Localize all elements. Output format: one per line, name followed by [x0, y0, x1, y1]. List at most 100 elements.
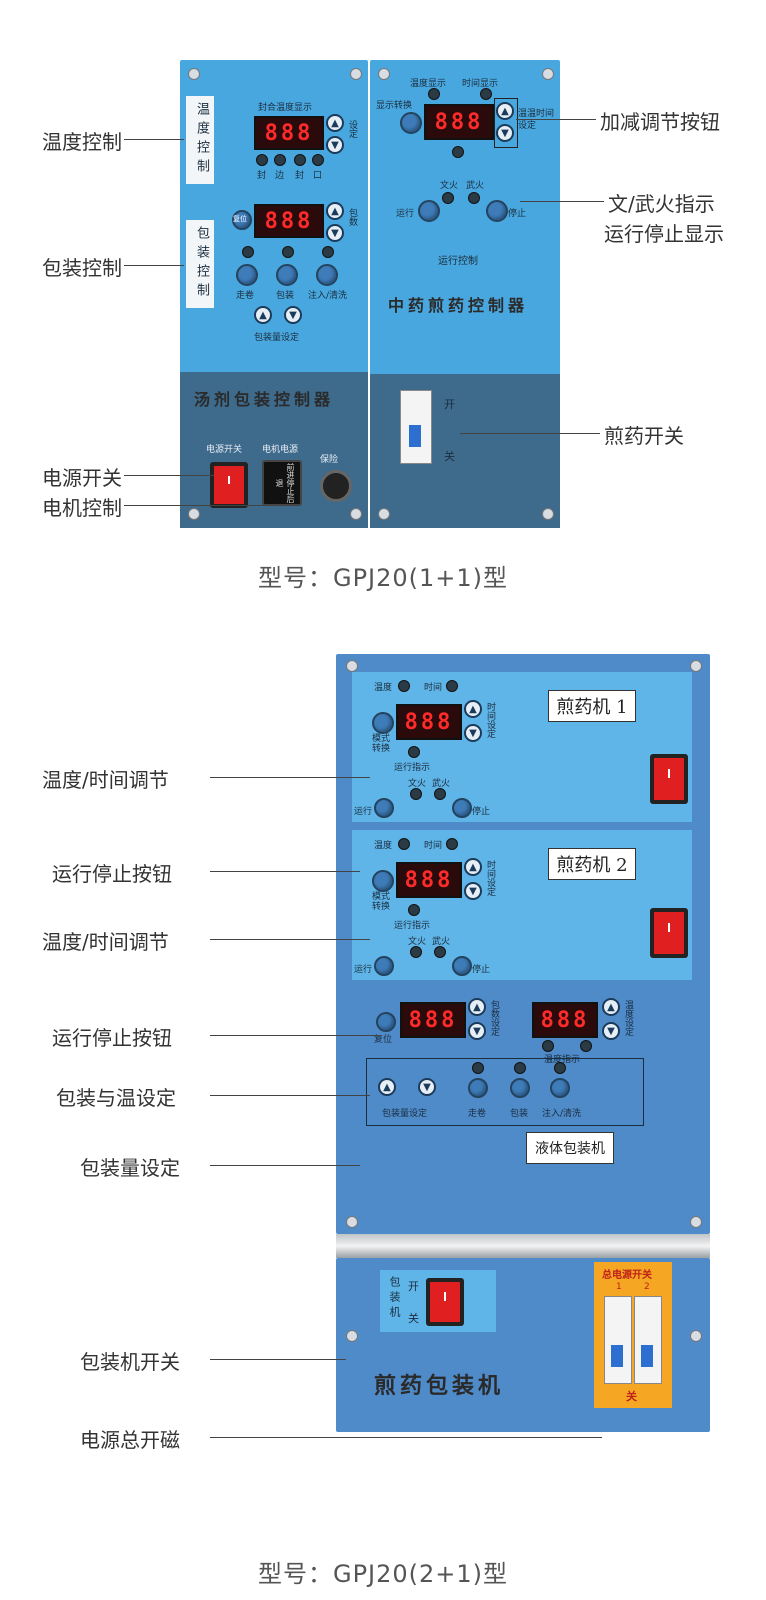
- fill-clean-button[interactable]: [316, 264, 338, 286]
- leader-line: [520, 201, 604, 202]
- pack-down-button[interactable]: ▼: [326, 224, 344, 242]
- feed-button[interactable]: [468, 1078, 488, 1098]
- qty-down-button[interactable]: ▼: [284, 306, 302, 324]
- machine-1-label: 煎药机 1: [548, 690, 636, 722]
- callout-main-power: 电源总开磁: [80, 1428, 180, 1452]
- callout-run-stop-display: 运行停止显示: [604, 222, 724, 246]
- callout-adjust-buttons: 加减调节按钮: [600, 110, 720, 134]
- temp-up-button[interactable]: ▲: [326, 114, 344, 132]
- leader-line: [210, 1437, 602, 1438]
- screw: [542, 508, 554, 520]
- mode-switch-button[interactable]: [372, 870, 394, 892]
- pack-machine-power-switch[interactable]: [426, 1278, 464, 1326]
- callout-pack-temp-set: 包装与温设定: [56, 1086, 176, 1110]
- mode-switch-button[interactable]: [400, 112, 422, 134]
- temp-down-button[interactable]: ▼: [326, 136, 344, 154]
- leader-line: [210, 939, 370, 940]
- off-label: 关: [408, 1312, 419, 1325]
- temp-setting-down-button[interactable]: ▼: [602, 1022, 620, 1040]
- run-indicator-led: [408, 904, 420, 916]
- machine-1-power-switch[interactable]: [650, 754, 688, 804]
- screw: [188, 68, 200, 80]
- feed-button[interactable]: [236, 264, 258, 286]
- temp-label: 温度: [374, 841, 393, 851]
- leader-line: [210, 1359, 346, 1360]
- machine-2-power-switch[interactable]: [650, 908, 688, 958]
- temp-setting-up-button[interactable]: ▲: [602, 998, 620, 1016]
- qty-down-button[interactable]: ▼: [418, 1078, 436, 1096]
- screw: [690, 1216, 702, 1228]
- run-label: 运行: [354, 965, 373, 975]
- stop-label: 停止: [508, 209, 527, 219]
- callout-pack-machine-switch: 包装机开关: [80, 1350, 180, 1374]
- machine-2-run-button[interactable]: [374, 956, 394, 976]
- temp-display-label: 封合温度显示: [258, 103, 313, 113]
- adjust-button-frame: [494, 98, 518, 148]
- adjust-up-button[interactable]: ▲: [496, 102, 514, 120]
- led-label: 边: [275, 171, 285, 181]
- callout-run-stop-2: 运行停止按钮: [52, 1026, 172, 1050]
- callout-power-switch: 电源开关: [42, 466, 122, 490]
- mode-switch-button[interactable]: [372, 712, 394, 734]
- main-breaker-2[interactable]: [634, 1296, 662, 1384]
- machine-1-display: 888: [396, 704, 462, 740]
- machine-1-stop-button[interactable]: [452, 798, 472, 818]
- leader-line: [124, 265, 184, 266]
- qty-up-button[interactable]: ▲: [254, 306, 272, 324]
- stop-label: 停止: [472, 807, 491, 817]
- run-indicator-led: [408, 746, 420, 758]
- machine-1-run-button[interactable]: [374, 798, 394, 818]
- machine-2-label: 煎药机 2: [548, 848, 636, 880]
- time-label: 时间: [424, 683, 443, 693]
- model-caption-bottom: 型号：GPJ20(2+1)型: [257, 1560, 509, 1588]
- qty-up-button[interactable]: ▲: [378, 1078, 396, 1096]
- callout-temp-control: 温度控制: [42, 130, 122, 154]
- mode-switch-label: 显示转换: [376, 101, 413, 111]
- pack-button[interactable]: [510, 1078, 530, 1098]
- breaker-handle: [409, 425, 421, 447]
- machine-1-up-button[interactable]: ▲: [464, 700, 482, 718]
- leader-line: [124, 505, 268, 506]
- main-switch-label: 总电源开关: [602, 1270, 652, 1281]
- pack-control-label: 包装控制: [186, 220, 214, 308]
- machine-1-down-button[interactable]: ▼: [464, 724, 482, 742]
- pack-count-up-button[interactable]: ▲: [468, 998, 486, 1016]
- packaging-controller-title: 汤剂包装控制器: [194, 390, 335, 409]
- motor-switch-text: 前进停止后退: [275, 463, 295, 503]
- run-indicator-label: 运行指示: [394, 763, 431, 773]
- main-breaker-1[interactable]: [604, 1296, 632, 1384]
- indicator-led: [294, 154, 306, 166]
- wen-huo-label: 文火: [440, 181, 459, 191]
- stop-button[interactable]: [486, 200, 508, 222]
- on-label: 开: [408, 1280, 419, 1293]
- screw: [378, 68, 390, 80]
- decoction-controller-title: 中药煎药控制器: [388, 296, 529, 315]
- run-button[interactable]: [418, 200, 440, 222]
- button-label: 包装: [510, 1109, 529, 1119]
- machine-2-stop-button[interactable]: [452, 956, 472, 976]
- adjust-down-button[interactable]: ▼: [496, 124, 514, 142]
- decoction-breaker[interactable]: [400, 390, 432, 464]
- fill-clean-button[interactable]: [550, 1078, 570, 1098]
- reset-button[interactable]: [232, 210, 252, 230]
- breaker-number: 1: [616, 1282, 622, 1292]
- power-rocker-switch[interactable]: [210, 462, 248, 508]
- screw: [346, 660, 358, 672]
- pack-reset-button[interactable]: [376, 1012, 396, 1032]
- pack-count-label: 包数: [347, 208, 357, 226]
- mode-switch-label: 模式转换: [372, 892, 391, 912]
- liquid-packaging-label: 液体包装机: [526, 1132, 614, 1164]
- fuse-holder: [320, 470, 352, 502]
- machine-1-section: 温度 时间 模式转换 888 ▲ ▼ 时间设定 运行指示 文火 武火 运行 停止…: [352, 672, 692, 822]
- decoction-controller-panel: 温度显示 时间显示 显示转换 中药煎药控制器 888 ▲ ▼ 温温时间设定 文火…: [370, 60, 560, 528]
- pack-count-down-button[interactable]: ▼: [468, 1022, 486, 1040]
- screw: [350, 68, 362, 80]
- fill-led: [554, 1062, 566, 1074]
- machine-2-down-button[interactable]: ▼: [464, 882, 482, 900]
- motor-control-switch[interactable]: 前进停止后退: [262, 460, 302, 506]
- temp-led: [398, 680, 410, 692]
- machine-2-up-button[interactable]: ▲: [464, 858, 482, 876]
- breaker-handle: [611, 1345, 623, 1367]
- pack-up-button[interactable]: ▲: [326, 202, 344, 220]
- pack-button[interactable]: [276, 264, 298, 286]
